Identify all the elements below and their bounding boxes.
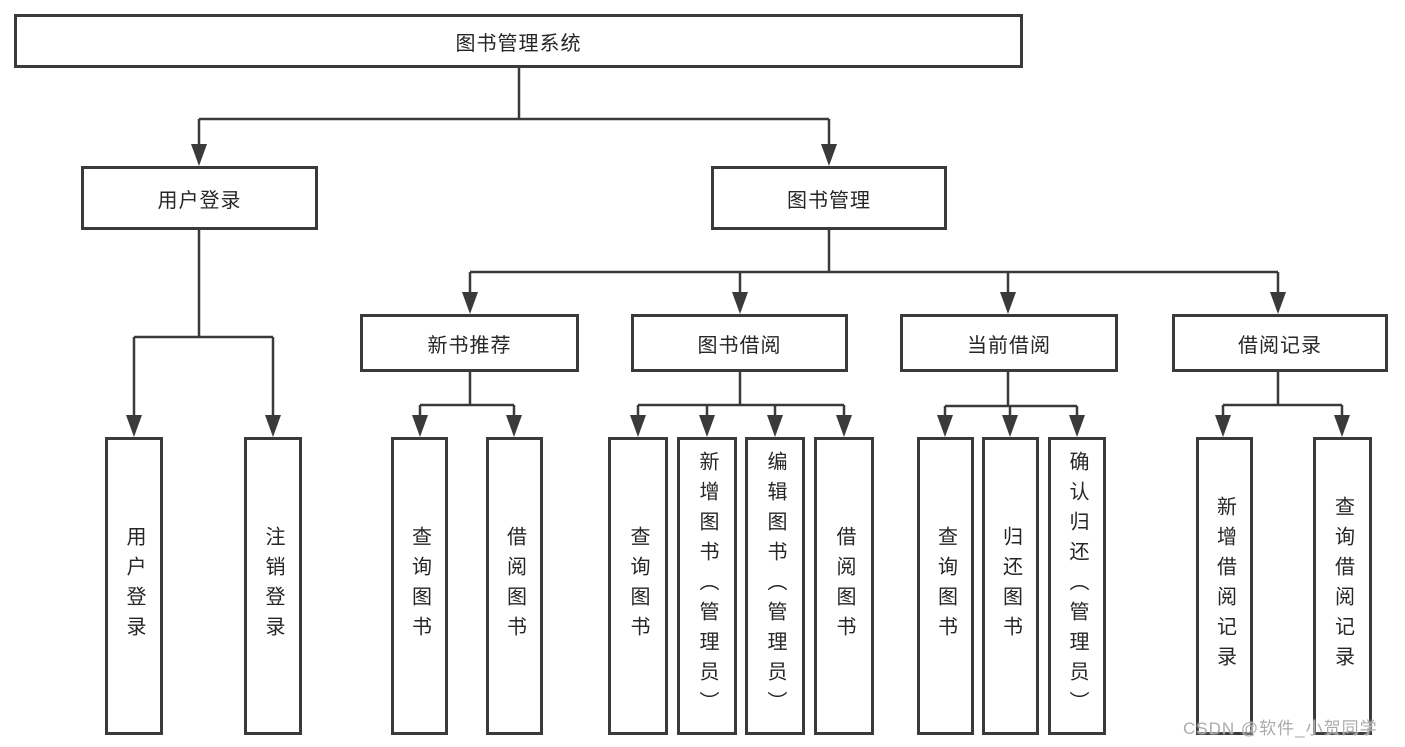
leaf-query-book-recommend-label: 查询图书 <box>408 526 431 646</box>
node-current-borrow: 当前借阅 <box>900 314 1118 372</box>
node-new-book-recommend: 新书推荐 <box>360 314 579 372</box>
leaf-return-book-label: 归还图书 <box>999 526 1022 646</box>
leaf-borrow-book: 借阅图书 <box>814 437 874 735</box>
node-system-root: 图书管理系统 <box>14 14 1023 68</box>
leaf-logout-label: 注销登录 <box>262 526 284 646</box>
node-book-borrow-label: 图书借阅 <box>697 334 782 357</box>
node-book-management-branch-label: 图书管理 <box>787 189 871 212</box>
connector-root-to-level2 <box>197 68 831 144</box>
connector-newbook-to-leaves <box>418 372 516 420</box>
leaf-borrow-book-label: 借阅图书 <box>833 526 855 646</box>
leaf-query-book-borrow: 查询图书 <box>608 437 668 735</box>
connector-currentborrow-to-leaves <box>943 372 1079 420</box>
leaf-query-borrow-record: 查询借阅记录 <box>1313 437 1372 735</box>
node-borrow-record-label: 借阅记录 <box>1238 334 1322 357</box>
node-user-login-branch-label: 用户登录 <box>157 189 242 212</box>
leaf-query-book-borrow-label: 查询图书 <box>627 526 649 646</box>
leaf-user-login: 用户登录 <box>105 437 163 735</box>
leaf-query-book-recommend: 查询图书 <box>391 437 448 735</box>
leaf-edit-book-admin: 编辑图书（管理员） <box>745 437 805 735</box>
connector-bookborrow-to-leaves <box>636 372 846 420</box>
leaf-borrow-book-recommend: 借阅图书 <box>486 437 543 735</box>
connector-borrowrecord-to-leaves <box>1221 372 1344 420</box>
leaf-add-borrow-record-label: 新增借阅记录 <box>1213 496 1236 676</box>
connector-bookmgmt-to-level3 <box>468 230 1280 296</box>
node-book-management-branch: 图书管理 <box>711 166 947 230</box>
leaf-add-book-admin: 新增图书（管理员） <box>677 437 737 735</box>
leaf-query-book-current: 查询图书 <box>917 437 974 735</box>
leaf-return-book: 归还图书 <box>982 437 1039 735</box>
node-user-login-branch: 用户登录 <box>81 166 318 230</box>
node-new-book-recommend-label: 新书推荐 <box>427 334 512 357</box>
node-current-borrow-label: 当前借阅 <box>967 334 1051 357</box>
arrowheads <box>126 144 1350 437</box>
leaf-borrow-book-recommend-label: 借阅图书 <box>503 526 526 646</box>
leaf-add-book-admin-label: 新增图书（管理员） <box>696 451 718 721</box>
leaf-query-borrow-record-label: 查询借阅记录 <box>1331 496 1354 676</box>
leaf-confirm-return-admin-label: 确认归还（管理员） <box>1066 451 1088 721</box>
leaf-logout: 注销登录 <box>244 437 302 735</box>
leaf-user-login-label: 用户登录 <box>123 526 145 646</box>
leaf-query-book-current-label: 查询图书 <box>934 526 957 646</box>
node-book-borrow: 图书借阅 <box>631 314 848 372</box>
connector-userlogin-to-leaves <box>132 230 275 420</box>
csdn-watermark: CSDN @软件_小贺同学 <box>1183 719 1378 738</box>
node-borrow-record: 借阅记录 <box>1172 314 1388 372</box>
leaf-add-borrow-record: 新增借阅记录 <box>1196 437 1253 735</box>
leaf-edit-book-admin-label: 编辑图书（管理员） <box>764 451 786 721</box>
node-system-root-label: 图书管理系统 <box>455 32 582 55</box>
leaf-confirm-return-admin: 确认归还（管理员） <box>1048 437 1106 735</box>
